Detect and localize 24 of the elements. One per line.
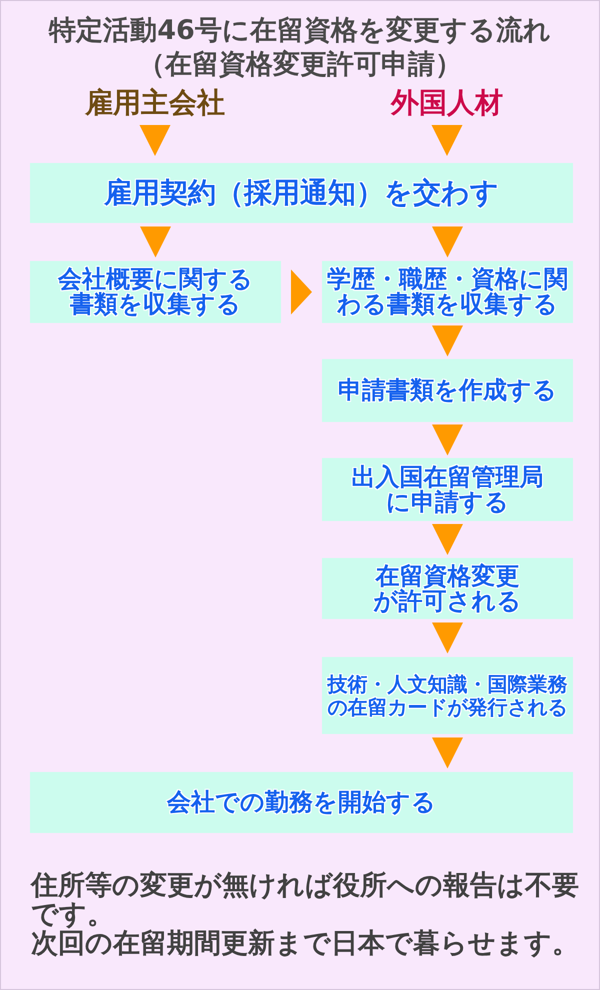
arrow — [432, 622, 463, 654]
step-box: 技術・人文知識・国際業務の在留カードが発行される — [322, 657, 573, 734]
column-heading: 雇用主会社 — [85, 88, 225, 118]
arrow — [140, 226, 171, 258]
arrow — [432, 226, 463, 258]
title: 特定活動46号に在留資格を変更する流れ — [48, 14, 552, 48]
arrow — [291, 270, 312, 314]
column-heading: 外国人材 — [391, 88, 503, 118]
step-box: 雇用契約（採用通知）を交わす — [30, 163, 573, 223]
step-box: 会社での勤務を開始する — [30, 772, 573, 833]
step-box: 会社概要に関する書類を収集する — [30, 261, 281, 323]
note-text: 住所等の変更が無ければ役所への報告は不要です。 — [31, 871, 580, 929]
step-box: 出入国在留管理局に申請する — [322, 458, 573, 521]
arrow — [432, 738, 463, 768]
step-box: 在留資格変更が許可される — [322, 558, 573, 619]
note-text: 次回の在留期間更新まで日本で暮らせます。 — [31, 929, 580, 958]
arrow — [432, 524, 463, 555]
subtitle: （在留資格変更許可申請） — [137, 48, 463, 82]
arrow — [432, 424, 463, 456]
step-box: 申請書類を作成する — [322, 359, 573, 422]
step-box: 学歴・職歴・資格に関わる書類を収集する — [322, 261, 573, 323]
arrow — [140, 125, 170, 156]
arrow — [432, 125, 462, 156]
arrow — [432, 326, 463, 356]
